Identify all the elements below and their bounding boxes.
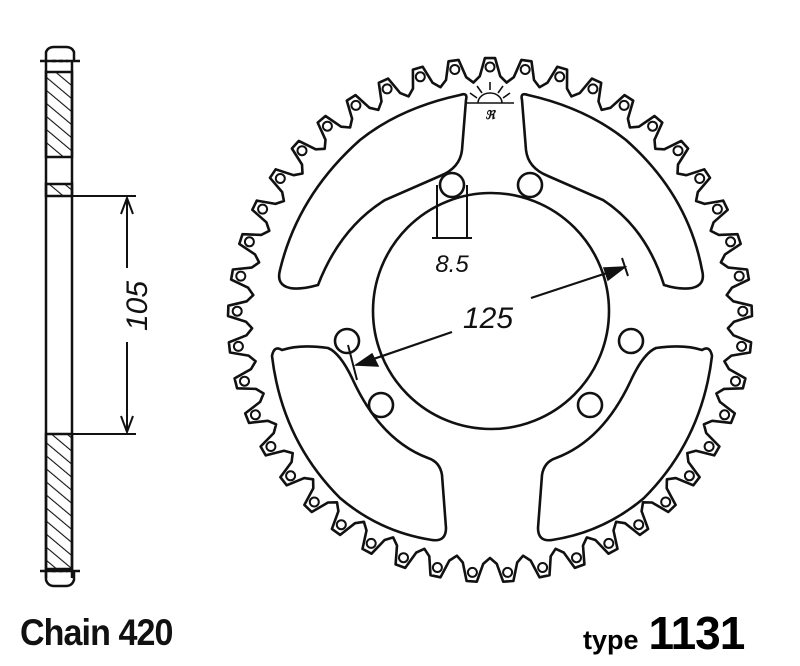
tooth-pin-mark [737, 305, 749, 317]
tooth-pin-mark [484, 61, 496, 73]
type-prefix: type [583, 625, 639, 655]
tooth-pin-mark [694, 173, 706, 184]
center-bore-dimension: 125 [463, 302, 513, 335]
tooth-pin-mark [285, 470, 297, 482]
tooth-pin-mark [711, 203, 723, 215]
tooth-pin-mark [683, 470, 695, 482]
tooth-pin-mark [449, 64, 461, 75]
bolt-hole [367, 391, 395, 419]
center-bore [371, 191, 611, 431]
tooth-pin-mark [274, 173, 286, 184]
tooth-pin-mark [350, 99, 362, 111]
bolt-hole-dimension: 8.5 [435, 251, 469, 278]
tooth-pin-mark [603, 537, 615, 549]
tooth-pin-mark [502, 566, 514, 578]
tooth-pin-mark [321, 120, 333, 132]
tooth-pin-mark [587, 83, 599, 95]
bolt-circle-dimension: 105 [121, 281, 154, 331]
tooth-pin-mark [365, 537, 377, 549]
sprocket-front-view [226, 56, 754, 583]
tooth-pin-mark [466, 566, 478, 578]
tooth-pin-mark [335, 519, 347, 531]
tooth-pin-mark [633, 519, 645, 531]
tooth-pin-mark [672, 145, 684, 157]
logo-mark: ℜ [485, 108, 497, 122]
tooth-pin-mark [537, 562, 549, 573]
bolt-hole [516, 171, 544, 199]
bolt-hole [438, 171, 466, 199]
tooth-pin-mark [733, 270, 745, 282]
cutout-bottom-left [270, 345, 448, 542]
tooth-pin-mark [232, 340, 244, 352]
tooth-pin-mark [308, 496, 320, 508]
side-profile-view [40, 45, 136, 588]
type-label-group: type 1131 [583, 606, 746, 660]
tooth-pin-mark [243, 236, 255, 248]
tooth-pin-mark [431, 562, 443, 573]
tooth-pin-mark [249, 409, 261, 421]
cutout-top-left [277, 92, 468, 290]
tooth-pin-mark [618, 99, 630, 111]
tooth-pin-mark [414, 71, 426, 83]
tooth-pin-mark [519, 64, 531, 75]
tooth-roots [231, 61, 749, 578]
tooth-pin-mark [239, 375, 250, 387]
tooth-pin-mark [719, 409, 731, 421]
bolt-hole [333, 327, 361, 355]
tooth-pin-mark [235, 270, 247, 282]
sprocket-teeth-outline [226, 56, 754, 583]
tooth-pin-mark [647, 120, 659, 132]
tooth-pin-mark [725, 236, 737, 248]
tooth-pin-mark [703, 441, 715, 452]
tooth-pin-mark [571, 552, 582, 564]
tooth-pin-mark [265, 441, 277, 452]
cutout-bottom-right [536, 345, 714, 542]
type-number: 1131 [648, 607, 746, 659]
bolt-hole [576, 391, 604, 419]
tooth-pin-mark [296, 145, 308, 157]
tooth-pin-mark [231, 305, 243, 317]
tooth-pin-mark [730, 375, 741, 387]
tooth-pin-mark [257, 203, 269, 215]
tooth-pin-mark [381, 83, 393, 95]
tooth-pin-mark [736, 340, 748, 352]
bolt-hole [617, 327, 645, 355]
chain-size-label: Chain 420 [20, 612, 173, 653]
tooth-pin-mark [554, 71, 566, 83]
tooth-pin-mark [660, 496, 672, 508]
cutout-top-right [520, 92, 705, 290]
sun-logo-icon [466, 82, 514, 104]
tooth-pin-mark [398, 552, 409, 564]
